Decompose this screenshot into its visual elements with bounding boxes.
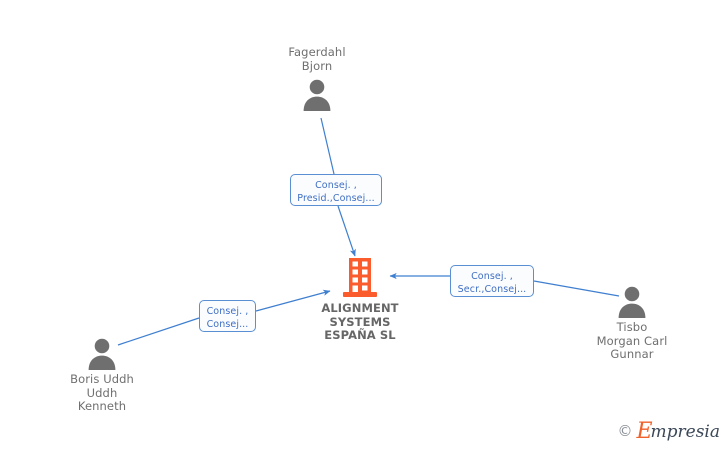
person-label: Boris Uddh Uddh Kenneth: [70, 372, 134, 413]
watermark: © Empresia: [617, 419, 721, 444]
company-label: ALIGNMENT SYSTEMS ESPAÑA SL: [321, 301, 399, 342]
person-node-fagerdahl-bjorn[interactable]: Fagerdahl Bjorn: [247, 45, 387, 111]
person-icon: [32, 336, 172, 370]
edge-box-to-company-top: [337, 205, 356, 257]
company-node-alignment-systems-espana-sl[interactable]: ALIGNMENT SYSTEMS ESPAÑA SL: [280, 258, 440, 343]
copyright-icon: ©: [617, 421, 633, 440]
person-label: Fagerdahl Bjorn: [288, 45, 346, 73]
edge-fagerdahl-to-box: [320, 117, 335, 175]
person-node-boris-uddh-uddh-kenneth[interactable]: Boris Uddh Uddh Kenneth: [32, 336, 172, 414]
person-icon: [247, 77, 387, 111]
relation-label-boris[interactable]: Consej. , Consej...: [199, 300, 256, 332]
building-icon: [280, 258, 440, 298]
person-node-tisbo-morgan-carl-gunnar[interactable]: Tisbo Morgan Carl Gunnar: [562, 284, 702, 362]
brand-logo: Empresia: [636, 419, 721, 444]
person-icon: [562, 284, 702, 318]
brand-name: mpresia: [650, 422, 721, 442]
brand-initial: E: [636, 419, 653, 444]
person-label: Tisbo Morgan Carl Gunnar: [596, 320, 668, 361]
relation-label-fagerdahl[interactable]: Consej. , Presid.,Consej...: [290, 174, 382, 206]
relation-label-tisbo[interactable]: Consej. , Secr.,Consej...: [450, 265, 534, 297]
